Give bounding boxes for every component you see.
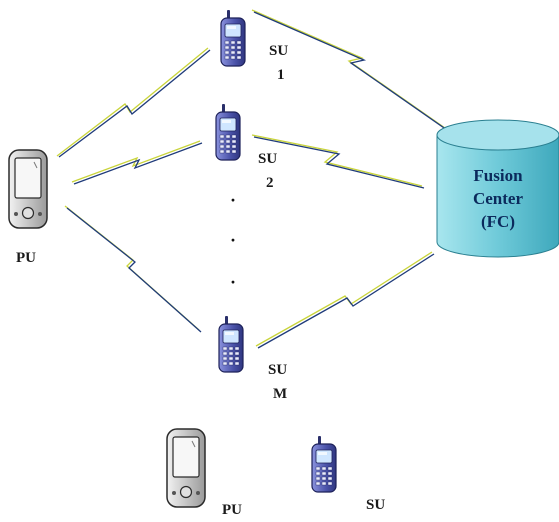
fc-label-line2: Center [473, 189, 523, 208]
link-sum-fc [255, 251, 435, 349]
legend-su-label: SU [366, 497, 385, 513]
su2-label-line1: SU [258, 151, 277, 167]
link-pu-su2 [71, 140, 203, 185]
sum-phone-icon [218, 315, 244, 373]
link-pu-sum [64, 205, 202, 333]
su1-phone-icon [220, 9, 246, 67]
pu-device-icon [8, 149, 48, 229]
su1-label-line2: 1 [277, 67, 285, 83]
su2-label-line2: 2 [266, 175, 274, 191]
link-su1-fc [251, 9, 448, 131]
legend-su-icon [311, 435, 337, 493]
link-su2-fc [251, 134, 425, 189]
ellipsis-dot-1: · [230, 190, 236, 210]
fc-label-line1: Fusion [473, 166, 523, 185]
legend-pu-icon [166, 428, 206, 508]
ellipsis-dot-3: · [230, 272, 236, 292]
ellipsis-dot-2: · [230, 230, 236, 250]
legend-pu-label: PU [222, 502, 242, 518]
link-pu-su1 [56, 47, 211, 158]
su1-label-line1: SU [269, 43, 288, 59]
fc-label-line3: (FC) [481, 212, 515, 231]
sum-label-line2: M [273, 386, 287, 402]
fusion-center-cylinder: Fusion Center (FC) [436, 119, 559, 258]
wireless-links [56, 9, 448, 349]
su2-phone-icon [215, 103, 241, 161]
pu-label: PU [16, 250, 36, 266]
sum-label-line1: SU [268, 362, 287, 378]
legend: PU SU [166, 428, 385, 518]
